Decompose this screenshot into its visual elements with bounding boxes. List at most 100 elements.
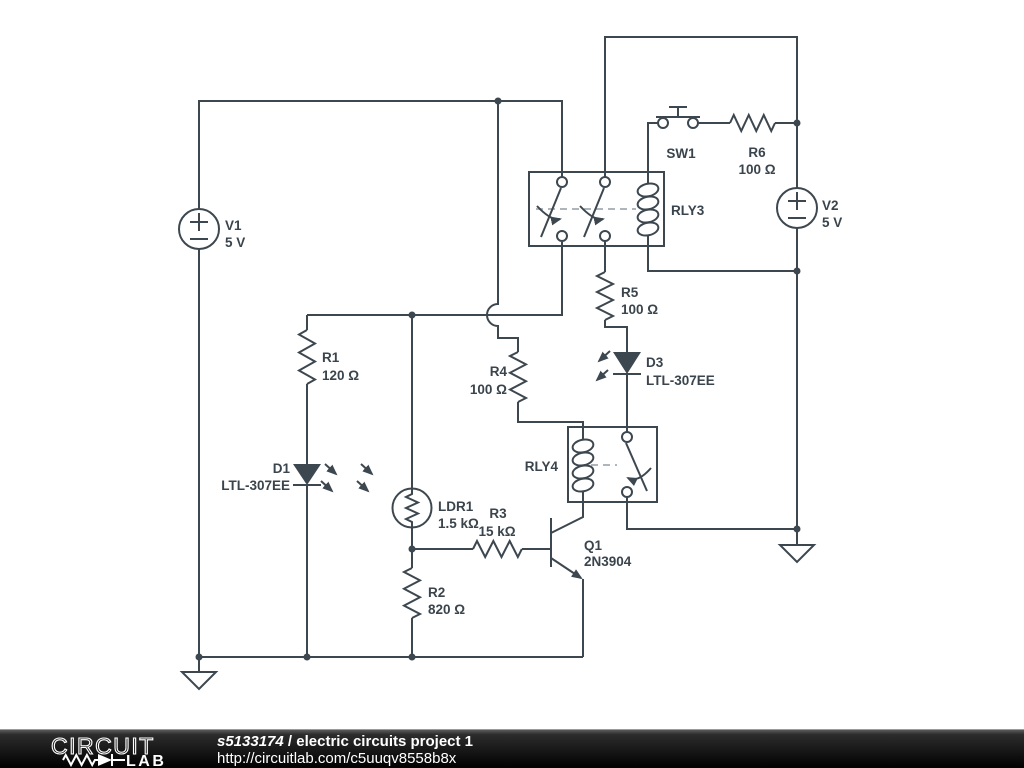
- rly3-name-label: RLY3: [671, 203, 705, 218]
- q1-value-label: 2N3904: [584, 554, 632, 569]
- wire: [626, 497, 797, 530]
- junction-dots: [195, 97, 801, 661]
- relay-rly3: RLY3: [528, 171, 705, 247]
- junction-dot: [408, 311, 416, 319]
- ldr1-value-label: 1.5 kΩ: [438, 516, 479, 531]
- resistor-zigzag: [472, 538, 523, 560]
- junction-dot: [793, 525, 801, 533]
- switch-terminal: [556, 230, 568, 242]
- r5-name-label: R5: [621, 285, 639, 300]
- coil-loop: [571, 477, 595, 493]
- logo-lab-text: LAB: [126, 753, 166, 768]
- schematic-canvas: V1 5 V V2 5 V R1 120 Ω D1 LTL-307EE LDR1…: [178, 36, 842, 691]
- wire: [604, 320, 628, 352]
- ground-symbol: [179, 671, 219, 691]
- junction-dot: [793, 267, 801, 275]
- switch-arrow: [536, 205, 562, 226]
- pushbutton-sw1: SW1: [656, 106, 700, 161]
- led-d1: D1 LTL-307EE: [221, 384, 338, 657]
- schematic-url[interactable]: http://circuitlab.com/c5uuqv8558b8x: [217, 750, 457, 767]
- switch-arrow: [626, 467, 652, 487]
- switch-terminal: [621, 431, 633, 443]
- r4-value-label: 100 Ω: [470, 382, 507, 397]
- switch-blade: [583, 187, 605, 238]
- wire: [198, 249, 583, 658]
- sw1-name-label: SW1: [666, 146, 696, 161]
- r2-name-label: R2: [428, 585, 445, 600]
- v1-value-label: 5 V: [225, 235, 245, 250]
- switch-terminal: [657, 117, 669, 129]
- r5-value-label: 100 Ω: [621, 302, 658, 317]
- switch-terminal: [621, 486, 633, 498]
- ground-symbol: [777, 544, 817, 564]
- ldr1-name-label: LDR1: [438, 499, 474, 514]
- switch-arrow: [579, 205, 605, 226]
- r3-name-label: R3: [489, 506, 507, 521]
- wire: [486, 101, 519, 352]
- circuitlab-logo[interactable]: CIRCUIT LAB: [50, 735, 185, 768]
- transistor-q1: Q1 2N3904: [550, 502, 632, 657]
- plus-sign: [190, 213, 208, 231]
- led-triangle: [613, 352, 641, 374]
- r3-value-label: 15 kΩ: [478, 524, 515, 539]
- junction-dot: [408, 653, 416, 661]
- d3-value-label: LTL-307EE: [646, 373, 715, 388]
- ground-right: [777, 544, 817, 564]
- resistor-zigzag: [729, 112, 776, 134]
- button-actuator: [669, 106, 687, 117]
- wire: [517, 402, 584, 427]
- ground-left: [179, 671, 219, 691]
- resistor-r5: R5 100 Ω: [594, 271, 658, 321]
- voltage-source-v1: V1 5 V: [178, 208, 245, 250]
- ldr1-body: [391, 487, 433, 529]
- d1-value-label: LTL-307EE: [221, 478, 290, 493]
- junction-dot: [195, 653, 203, 661]
- resistor-zigzag: [403, 489, 421, 527]
- led-d3: D3 LTL-307EE: [595, 350, 715, 388]
- resistor-r2: R2 820 Ω: [401, 549, 465, 619]
- wire: [647, 235, 797, 272]
- v2-name-label: V2: [822, 198, 839, 213]
- light-arrow: [360, 463, 374, 476]
- q1-name-label: Q1: [584, 538, 603, 553]
- junction-dot: [494, 97, 502, 105]
- resistor-r6: R6 100 Ω: [729, 112, 776, 177]
- v1-name-label: V1: [225, 218, 242, 233]
- schematic-title-line: s5133174 / electric circuits project 1: [217, 733, 473, 750]
- wire: [198, 100, 563, 209]
- resistor-r1: R1 120 Ω: [296, 315, 359, 385]
- plus-sign: [788, 192, 806, 210]
- footer-meta: s5133174 / electric circuits project 1 h…: [217, 733, 473, 767]
- collector: [550, 502, 584, 534]
- switch-terminal: [687, 117, 699, 129]
- v2-value-label: 5 V: [822, 215, 842, 230]
- switch-terminal: [599, 176, 611, 188]
- schematic-id: s5133174: [217, 733, 284, 750]
- wires: [198, 36, 798, 672]
- voltage-source-v2: V2 5 V: [776, 187, 842, 230]
- light-arrow: [356, 480, 370, 493]
- light-arrow: [324, 463, 338, 476]
- title-separator: /: [283, 733, 297, 750]
- r1-name-label: R1: [322, 350, 340, 365]
- d3-name-label: D3: [646, 355, 664, 370]
- light-arrow: [595, 369, 609, 382]
- switch-terminal: [599, 230, 611, 242]
- wire: [647, 122, 658, 172]
- light-arrow: [320, 480, 334, 493]
- wire: [307, 242, 563, 316]
- junction-dot: [408, 545, 416, 553]
- rly4-name-label: RLY4: [525, 459, 559, 474]
- junction-dot: [303, 653, 311, 661]
- circuitlab-logo-svg: CIRCUIT LAB: [50, 735, 166, 768]
- resistor-diode-icon: [62, 752, 125, 768]
- switch-terminal: [556, 176, 568, 188]
- resistor-zigzag: [594, 271, 616, 321]
- led-triangle: [293, 464, 321, 485]
- switch-blade: [625, 442, 648, 492]
- logo-circuit-text: CIRCUIT: [51, 735, 155, 759]
- resistor-r3: R3 15 kΩ: [472, 506, 523, 560]
- relay-rly4: RLY4: [525, 426, 658, 503]
- light-arrow: [597, 350, 611, 363]
- r4-name-label: R4: [490, 364, 508, 379]
